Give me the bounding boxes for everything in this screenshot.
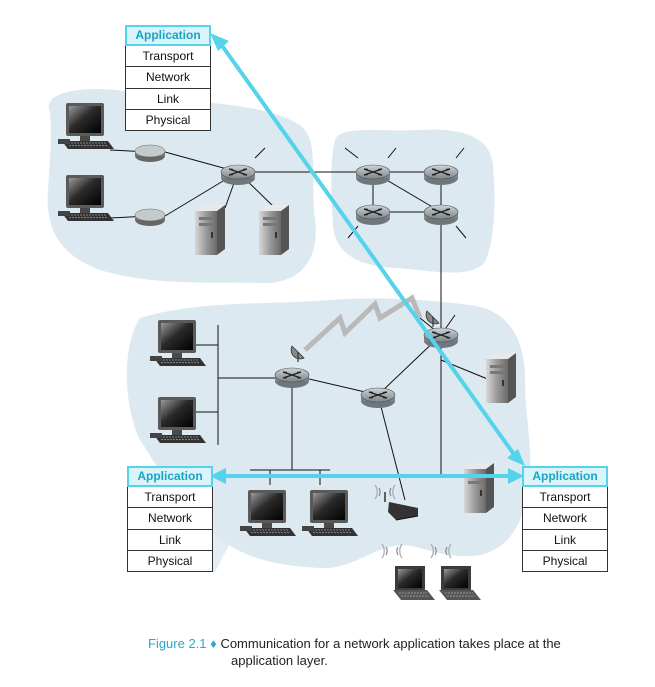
caption-bullet: ♦ bbox=[210, 636, 217, 651]
bottom-network-cloud bbox=[126, 298, 531, 569]
satellite-dish-icon bbox=[290, 345, 305, 362]
protocol-stack-top-left: Application Transport Network Link Physi… bbox=[125, 25, 211, 131]
server-icon bbox=[259, 205, 289, 255]
physical-layer: Physical bbox=[522, 550, 608, 572]
right-network-cloud bbox=[331, 129, 495, 273]
application-layer-arrows bbox=[210, 33, 525, 484]
link-layer: Link bbox=[522, 529, 608, 551]
link-layer: Link bbox=[127, 529, 213, 551]
protocol-stack-bottom-left: Application Transport Network Link Physi… bbox=[127, 466, 213, 572]
figure-caption: Figure 2.1 ♦ Communication for a network… bbox=[148, 635, 628, 669]
application-layer: Application bbox=[522, 466, 608, 488]
server-icon bbox=[464, 463, 494, 513]
router-icon bbox=[355, 204, 391, 226]
hub-icon bbox=[134, 208, 166, 227]
satellite-dish-icon bbox=[425, 310, 440, 327]
left-network-cloud bbox=[47, 89, 316, 284]
router-icon bbox=[274, 367, 310, 389]
laptop-icon bbox=[392, 565, 436, 601]
network-layer: Network bbox=[127, 508, 213, 530]
transport-layer: Transport bbox=[125, 46, 211, 68]
transport-layer: Transport bbox=[522, 487, 608, 509]
link-layer: Link bbox=[125, 88, 211, 110]
physical-layer: Physical bbox=[125, 109, 211, 131]
wireless-base-station-icon bbox=[374, 484, 419, 521]
network-layer: Network bbox=[522, 508, 608, 530]
protocol-stack-bottom-right: Application Transport Network Link Physi… bbox=[522, 466, 608, 572]
server-icon bbox=[195, 205, 225, 255]
router-icon bbox=[423, 204, 459, 226]
laptop-icon bbox=[438, 565, 482, 601]
hub-icon bbox=[134, 144, 166, 163]
caption-line-2: application layer. bbox=[231, 653, 328, 668]
router-icon bbox=[423, 164, 459, 186]
server-icon bbox=[486, 353, 516, 403]
router-icon bbox=[355, 164, 391, 186]
router-icon bbox=[360, 387, 396, 409]
physical-layer: Physical bbox=[127, 550, 213, 572]
router-icon bbox=[220, 164, 256, 186]
caption-line-1: Communication for a network application … bbox=[220, 636, 561, 651]
figure-label: Figure 2.1 bbox=[148, 636, 207, 651]
application-layer: Application bbox=[127, 466, 213, 488]
network-layer: Network bbox=[125, 67, 211, 89]
transport-layer: Transport bbox=[127, 487, 213, 509]
wireless-link bbox=[303, 294, 423, 352]
application-layer: Application bbox=[125, 25, 211, 47]
